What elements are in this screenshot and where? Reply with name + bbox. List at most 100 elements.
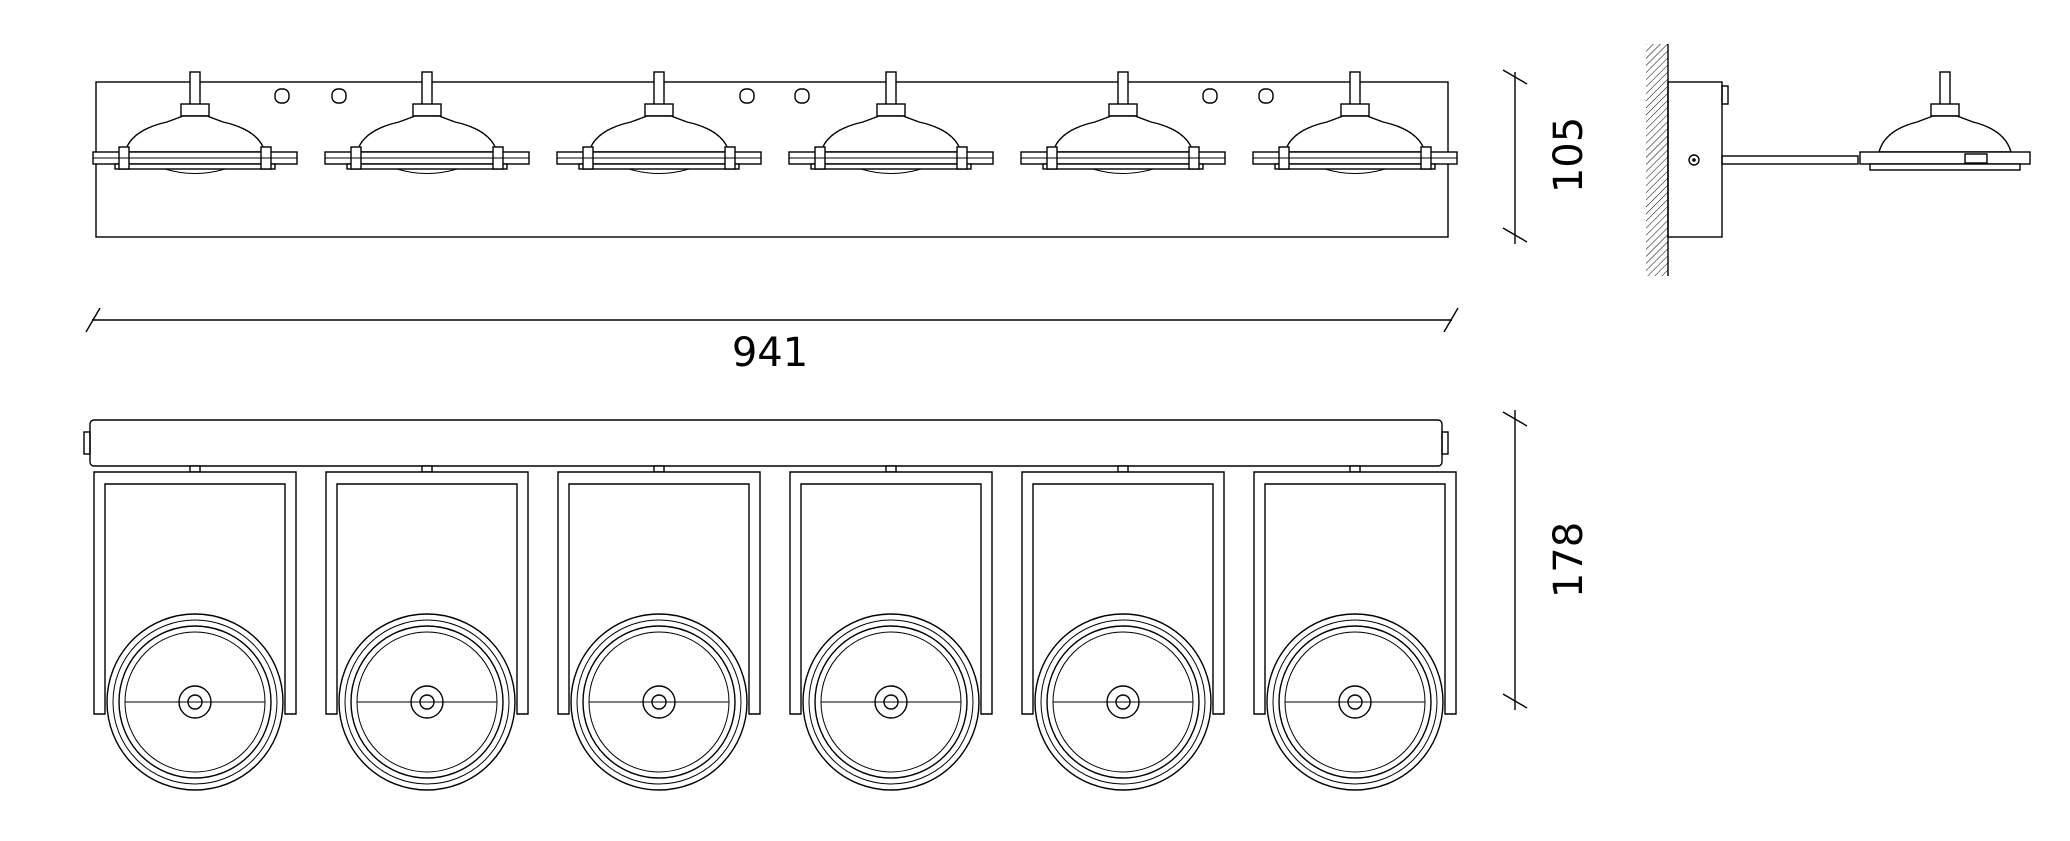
mounting-hole	[331, 88, 347, 104]
yoke-bracket	[1253, 471, 1457, 715]
spot-center-dot	[1115, 694, 1131, 710]
mounting-hole	[1202, 88, 1218, 104]
depth-dimension: 105	[1502, 69, 1592, 244]
spot-center-dot	[1347, 694, 1363, 710]
spot-center-ring	[1106, 685, 1140, 719]
spot-lens-arc	[860, 168, 922, 174]
height-dimension-tick-bottom	[1502, 693, 1528, 709]
mounting-hole	[739, 88, 755, 104]
depth-dimension-label: 105	[1546, 117, 1592, 193]
spot-head-lens	[814, 625, 968, 779]
spot-reflector	[820, 115, 962, 153]
spot-head-rim	[808, 619, 974, 785]
spot-center-dot	[419, 694, 435, 710]
spot-mount	[644, 103, 674, 117]
wall-hatch	[1646, 44, 1668, 276]
top-view-spots	[92, 71, 1458, 174]
spot-reflector	[588, 115, 730, 153]
spot-center-ring	[178, 685, 212, 719]
spot-reflector	[1052, 115, 1194, 153]
width-dimension: 941	[85, 307, 1459, 376]
yoke-stem	[421, 465, 433, 473]
spot-lens-arc	[628, 168, 690, 174]
spot-center-dot	[651, 694, 667, 710]
width-dimension-label: 941	[732, 330, 808, 376]
side-view-spot	[1859, 71, 2031, 171]
yoke-stem	[885, 465, 897, 473]
width-dimension-tick-left	[85, 307, 101, 333]
spot-center-ring	[874, 685, 908, 719]
side-view-arm	[1721, 155, 1859, 165]
spot-head-rim	[344, 619, 510, 785]
spot-reflector	[1878, 115, 2012, 153]
spot-head-lens	[118, 625, 272, 779]
top-view-base-plate	[95, 81, 1449, 238]
spot-mount	[180, 103, 210, 117]
yoke-bracket	[789, 471, 993, 715]
spot-reflector	[124, 115, 266, 153]
spot-center-dot	[883, 694, 899, 710]
spot-mount	[1340, 103, 1370, 117]
top-view	[92, 71, 1458, 238]
yoke-stem	[1349, 465, 1361, 473]
spot-head-lens	[350, 625, 504, 779]
yoke-bracket	[93, 471, 297, 715]
side-view-cap	[1721, 85, 1729, 105]
spot-lens	[1274, 163, 1436, 170]
spot-lens	[810, 163, 972, 170]
spot-mount	[1930, 103, 1960, 117]
front-view-rail-cap-left	[83, 431, 91, 455]
side-view	[1646, 44, 2031, 276]
spot-head-rim	[112, 619, 278, 785]
spot-lens-arc	[1092, 168, 1154, 174]
front-view	[83, 419, 1457, 791]
spot-head-lens	[1046, 625, 1200, 779]
spot-lens	[578, 163, 740, 170]
spot-lens-arc	[164, 168, 226, 174]
spot-lens	[114, 163, 276, 170]
spot-clamp	[1964, 153, 1988, 164]
spot-ring	[1859, 151, 2031, 165]
spot-head-rim	[1272, 619, 1438, 785]
mounting-hole	[1258, 88, 1274, 104]
front-view-spots	[93, 465, 1457, 791]
mounting-hole	[274, 88, 290, 104]
spot-center-ring	[642, 685, 676, 719]
front-view-rail-cap-right	[1441, 431, 1449, 455]
spot-lens	[1869, 163, 2021, 171]
spot-center-ring	[1338, 685, 1372, 719]
yoke-bracket	[557, 471, 761, 715]
front-view-rail	[89, 419, 1443, 467]
yoke-bracket	[1021, 471, 1225, 715]
spot-head-lens	[582, 625, 736, 779]
spot-head-rim	[1040, 619, 1206, 785]
yoke-bracket	[325, 471, 529, 715]
spot-lens-arc	[1324, 168, 1386, 174]
spot-reflector	[1284, 115, 1426, 153]
height-dimension-label: 178	[1546, 522, 1592, 598]
depth-dimension-tick-bottom	[1502, 227, 1528, 243]
side-view-screw	[1688, 154, 1700, 166]
height-dimension: 178	[1502, 410, 1592, 710]
side-view-screw-center	[1692, 158, 1696, 162]
spot-reflector	[356, 115, 498, 153]
yoke-stem	[1117, 465, 1129, 473]
mounting-hole	[794, 88, 810, 104]
spot-lens	[1042, 163, 1204, 170]
depth-dimension-tick-top	[1502, 69, 1528, 85]
spot-lens-arc	[396, 168, 458, 174]
spot-mount	[876, 103, 906, 117]
spot-center-dot	[187, 694, 203, 710]
yoke-stem	[189, 465, 201, 473]
spot-center-ring	[410, 685, 444, 719]
mounting-holes	[274, 88, 1274, 104]
spot-mount	[412, 103, 442, 117]
spot-mount	[1108, 103, 1138, 117]
spot-head-rim	[576, 619, 742, 785]
height-dimension-tick-top	[1502, 411, 1528, 427]
width-dimension-tick-right	[1443, 307, 1459, 333]
yoke-stem	[653, 465, 665, 473]
spot-head-lens	[1278, 625, 1432, 779]
spot-lens	[346, 163, 508, 170]
